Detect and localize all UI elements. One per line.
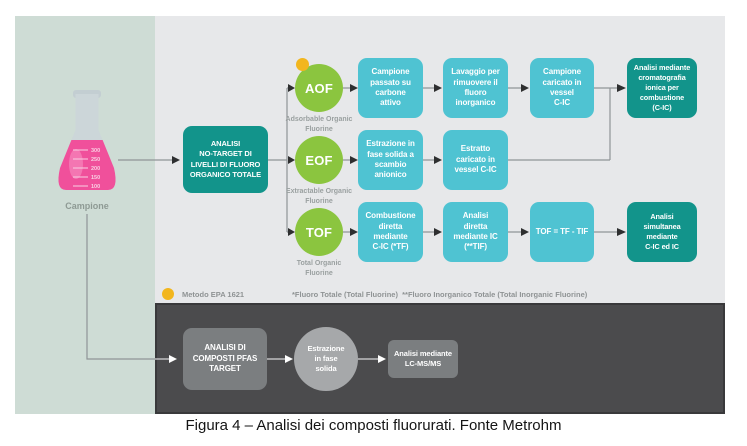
tof-step1-box: Combustione diretta mediante C-IC (*TF) <box>358 202 423 262</box>
spe-circle: Estrazione in fase solida <box>294 327 358 391</box>
aof-step1-box: Campione passato su carbone attivo <box>358 58 423 118</box>
flask-icon: 300 250 200 150 100 <box>58 90 116 190</box>
eof-step2-box: Estratto caricato in vessel C-IC <box>443 130 508 190</box>
aof-circle: AOF <box>295 64 343 112</box>
epa-legend-label: Metodo EPA 1621 <box>182 290 245 299</box>
epa-method-dot <box>296 58 309 71</box>
graduation-150: 150 <box>91 175 100 181</box>
eof-circle: EOF <box>295 136 343 184</box>
tof-step2-box: Analisi diretta mediante IC (**TIF) <box>443 202 508 262</box>
aof-result-box: Analisi mediante cromatografia ionica pe… <box>627 58 697 118</box>
aof-step3-box: Campione caricato in vessel C-IC <box>530 58 594 118</box>
sample-label: Campione <box>65 201 109 211</box>
aof-step2-box: Lavaggio per rimuovere il fluoro inorgan… <box>443 58 508 118</box>
footnote: *Fluoro Totale (Total Fluorine) **Fluoro… <box>292 290 588 299</box>
lcmsms-box: Analisi mediante LC-MS/MS <box>388 340 458 378</box>
graduation-100: 100 <box>91 184 100 190</box>
graduation-200: 200 <box>91 166 100 172</box>
aof-sublabel: Adsorbable Organic Fluorine <box>285 116 353 133</box>
graduation-300: 300 <box>91 148 100 154</box>
epa-legend-dot <box>162 288 174 300</box>
tof-circle: TOF <box>295 208 343 256</box>
graduation-250: 250 <box>91 157 100 163</box>
tof-result-box: Analisi simultanea mediante C-IC ed IC <box>627 202 697 262</box>
figure-caption: Figura 4 – Analisi dei composti fluorura… <box>185 417 562 434</box>
tof-formula-box: TOF = TF - TIF <box>530 202 594 262</box>
no-target-analysis-box: ANALISI NO-TARGET DI LIVELLI DI FLUORO O… <box>183 126 268 193</box>
tof-sublabel: Total Organic Fluorine <box>296 260 342 277</box>
eof-sublabel: Extractable Organic Fluorine <box>285 188 353 205</box>
pfas-target-box: ANALISI DI COMPOSTI PFAS TARGET <box>183 328 267 390</box>
eof-step1-box: Estrazione in fase solida a scambio anio… <box>358 130 423 190</box>
sample-panel <box>15 16 155 414</box>
